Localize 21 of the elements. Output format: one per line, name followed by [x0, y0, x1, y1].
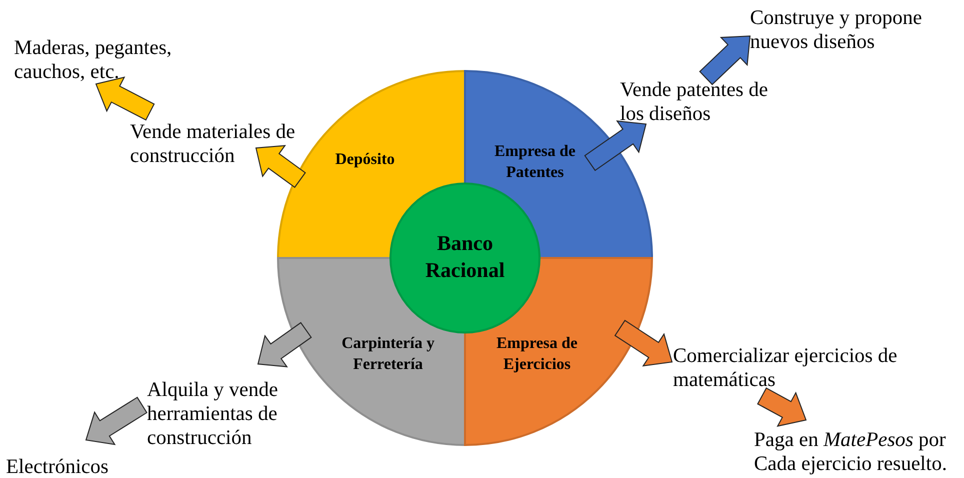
segment-label: Carpintería y Ferretería [340, 334, 436, 375]
description-text: Maderas, pegantes, cauchos, etc. [14, 36, 173, 84]
description-text: Vende materiales de construcción [130, 120, 296, 168]
center-label: Banco Racional [424, 230, 506, 284]
segment-label: Empresa de Ejercicios [495, 334, 579, 375]
description-text: Alquila y vende herramientas de construcción [147, 378, 279, 450]
block-arrow [95, 76, 155, 121]
segment-label: Depósito [334, 150, 396, 170]
description-text: Electrónicos [6, 455, 110, 478]
block-arrow [255, 144, 306, 188]
block-arrow [757, 387, 807, 427]
segment-label: Empresa de Patentes [493, 142, 577, 183]
description-text: Vende patentes de los diseños [620, 78, 769, 126]
description-text: Paga en MatePesos por Cada ejercicio resuelto. [754, 428, 948, 476]
block-arrow [614, 320, 673, 366]
description-text: Comercializar ejercicios de matemáticas [673, 344, 898, 392]
block-arrow [699, 35, 751, 86]
block-arrow [584, 120, 647, 172]
block-arrow [257, 322, 312, 368]
block-arrow [85, 396, 148, 446]
description-text: Construye y propone nuevos diseños [750, 6, 923, 54]
